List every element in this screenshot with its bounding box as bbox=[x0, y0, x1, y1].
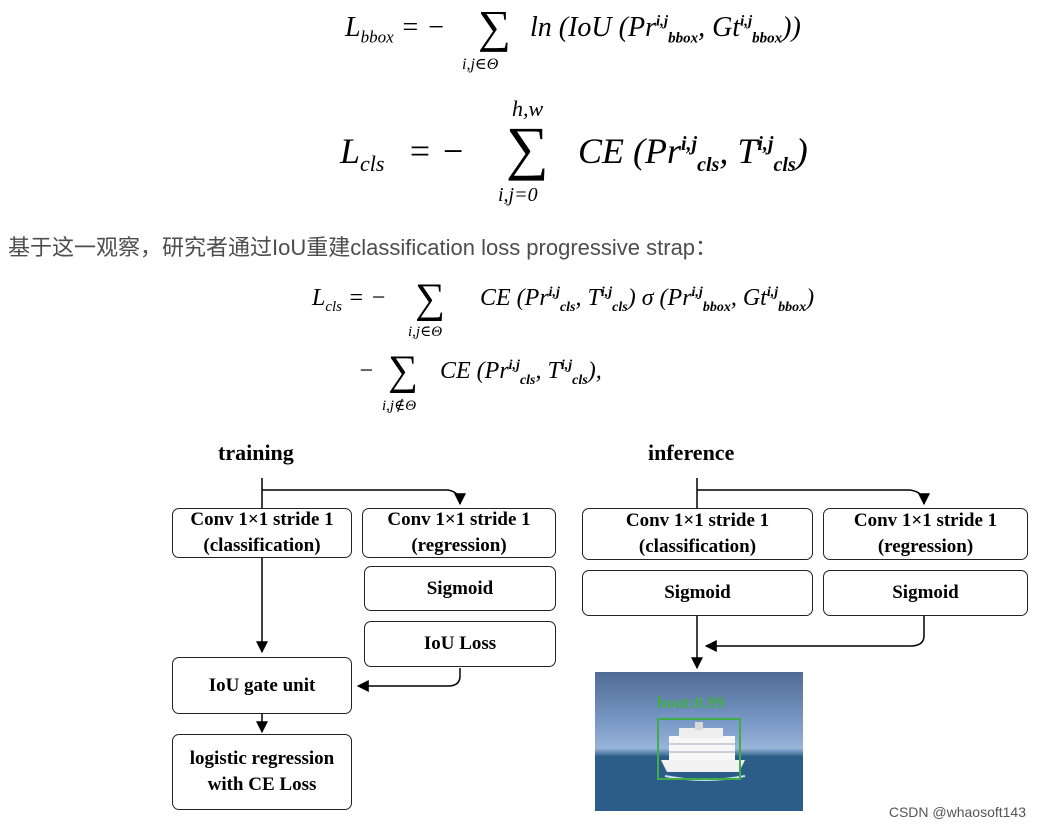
formula-subscript: bbox bbox=[360, 27, 394, 47]
formula-subscript: cls bbox=[559, 299, 576, 315]
sum-symbol: ∑ bbox=[415, 276, 445, 322]
sum-lower-limit: i,j∈Θ bbox=[462, 56, 499, 73]
formula-superscript: i,j bbox=[757, 133, 774, 155]
formula-subscript: cls bbox=[697, 154, 720, 177]
training-title: training bbox=[218, 440, 294, 465]
formula-operator: = − bbox=[348, 285, 387, 311]
detection-bounding-box bbox=[657, 718, 741, 780]
caption-text: 基于这一观察，研究者通过IoU重建classification loss pro… bbox=[8, 235, 718, 260]
sum-symbol: ∑ bbox=[388, 348, 418, 394]
formula-operator: = − bbox=[400, 12, 446, 43]
formula-superscript: i,j bbox=[740, 13, 753, 30]
sum-symbol: ∑ bbox=[506, 115, 549, 181]
formula-superscript: i,j bbox=[691, 285, 703, 300]
formula-superscript: i,j bbox=[560, 358, 573, 373]
formula-superscript: i,j bbox=[548, 285, 560, 300]
training-iou-loss-box: IoU Loss bbox=[364, 621, 556, 667]
detection-result-image: boat:0.99 bbox=[595, 672, 803, 811]
formula-superscript: i,j bbox=[508, 358, 520, 373]
box-label: Conv 1×1 stride 1 (classification) bbox=[190, 509, 334, 556]
formula-subscript: bbox bbox=[778, 299, 807, 315]
box-label: Sigmoid bbox=[426, 577, 494, 599]
formula-iou-cls-line1: Lcls = − bbox=[312, 285, 386, 316]
formula-text: CE (Pr bbox=[440, 358, 509, 384]
formula-bbox-body: ln (IoU (Pri,jbbox, Gti,jbbox)) bbox=[530, 12, 801, 48]
inference-title: inference bbox=[648, 440, 735, 465]
formula-cls-loss: Lcls = − bbox=[340, 130, 465, 177]
formula-bbox-loss: Lbbox = − bbox=[345, 12, 445, 48]
formula-text: , T bbox=[575, 285, 601, 311]
formula-text: CE (Pr bbox=[480, 285, 549, 311]
formula-symbol: L bbox=[340, 131, 361, 171]
training-conv-classification-box: Conv 1×1 stride 1 (classification) bbox=[172, 508, 352, 558]
formula-subscript: cls bbox=[325, 298, 343, 315]
formula-subscript: bbox bbox=[752, 30, 783, 47]
formula-subscript: cls bbox=[360, 151, 385, 177]
formula-superscript: i,j bbox=[766, 285, 779, 300]
training-sigmoid-box: Sigmoid bbox=[364, 566, 556, 611]
formula-subscript: cls bbox=[612, 299, 628, 315]
box-label: Conv 1×1 stride 1 (regression) bbox=[853, 510, 998, 557]
formula-subscript: cls bbox=[572, 372, 588, 388]
formula-symbol: L bbox=[312, 285, 326, 311]
detection-label: boat:0.99 bbox=[657, 693, 725, 712]
box-label: logistic regression with CE Loss bbox=[189, 748, 335, 795]
formula-iou-cls-minus: − bbox=[358, 358, 375, 384]
formula-iou-cls-line1-body: CE (Pri,jcls, Ti,jcls) σ (Pri,jbbox, Gti… bbox=[480, 285, 814, 316]
formula-superscript: i,j bbox=[681, 133, 698, 155]
iou-gate-unit-box: IoU gate unit bbox=[172, 657, 352, 714]
sum-lower-limit: i,j=0 bbox=[498, 184, 538, 206]
box-label: IoU Loss bbox=[423, 633, 497, 654]
formula-subscript: bbox bbox=[668, 30, 699, 47]
formula-text: , T bbox=[719, 131, 758, 171]
inference-conv-classification-box: Conv 1×1 stride 1 (classification) bbox=[582, 508, 813, 560]
formula-text: ln (IoU (Pr bbox=[530, 12, 656, 43]
box-label: Sigmoid bbox=[664, 582, 731, 603]
formula-subscript: cls bbox=[773, 154, 796, 177]
ship-illustration bbox=[595, 722, 803, 811]
formula-text: , Gt bbox=[730, 285, 767, 311]
inference-conv-regression-box: Conv 1×1 stride 1 (regression) bbox=[823, 508, 1028, 560]
sum-symbol: ∑ bbox=[478, 1, 511, 52]
box-label: IoU gate unit bbox=[208, 674, 316, 696]
formula-text: , T bbox=[535, 358, 561, 384]
formula-symbol: L bbox=[345, 12, 361, 43]
sum-lower-limit: i,j∈Θ bbox=[408, 324, 443, 340]
formula-cls-body: CE (Pri,jcls, Ti,jcls) bbox=[578, 130, 808, 177]
formula-iou-cls-line2-body: CE (Pri,jcls, Ti,jcls), bbox=[440, 358, 602, 389]
formula-superscript: i,j bbox=[600, 285, 613, 300]
sum-upper-limit: h,w bbox=[512, 96, 544, 121]
formula-text: ) bbox=[795, 131, 808, 171]
box-label: Sigmoid bbox=[892, 582, 959, 603]
watermark: CSDN @whaosoft143 bbox=[888, 804, 1026, 820]
formula-superscript: i,j bbox=[655, 13, 669, 30]
formula-subscript: cls bbox=[519, 372, 536, 388]
formula-operator: = − bbox=[407, 131, 466, 171]
inference-sigmoid-reg-box: Sigmoid bbox=[823, 570, 1028, 616]
formula-text: ), bbox=[587, 358, 602, 384]
box-label: Conv 1×1 stride 1 (regression) bbox=[387, 509, 531, 556]
formula-text: ) σ (Pr bbox=[627, 285, 692, 311]
formula-text: , Gt bbox=[698, 12, 741, 43]
formula-text: ) bbox=[806, 285, 815, 311]
inference-sigmoid-cls-box: Sigmoid bbox=[582, 570, 813, 616]
formula-subscript: bbox bbox=[702, 299, 731, 315]
formula-text: )) bbox=[782, 12, 801, 43]
box-label: Conv 1×1 stride 1 (classification) bbox=[625, 510, 770, 557]
logistic-regression-box: logistic regression with CE Loss bbox=[172, 734, 352, 810]
sum-lower-limit: i,j∉Θ bbox=[382, 398, 417, 414]
training-conv-regression-box: Conv 1×1 stride 1 (regression) bbox=[362, 508, 556, 558]
formula-text: CE (Pr bbox=[578, 131, 681, 171]
